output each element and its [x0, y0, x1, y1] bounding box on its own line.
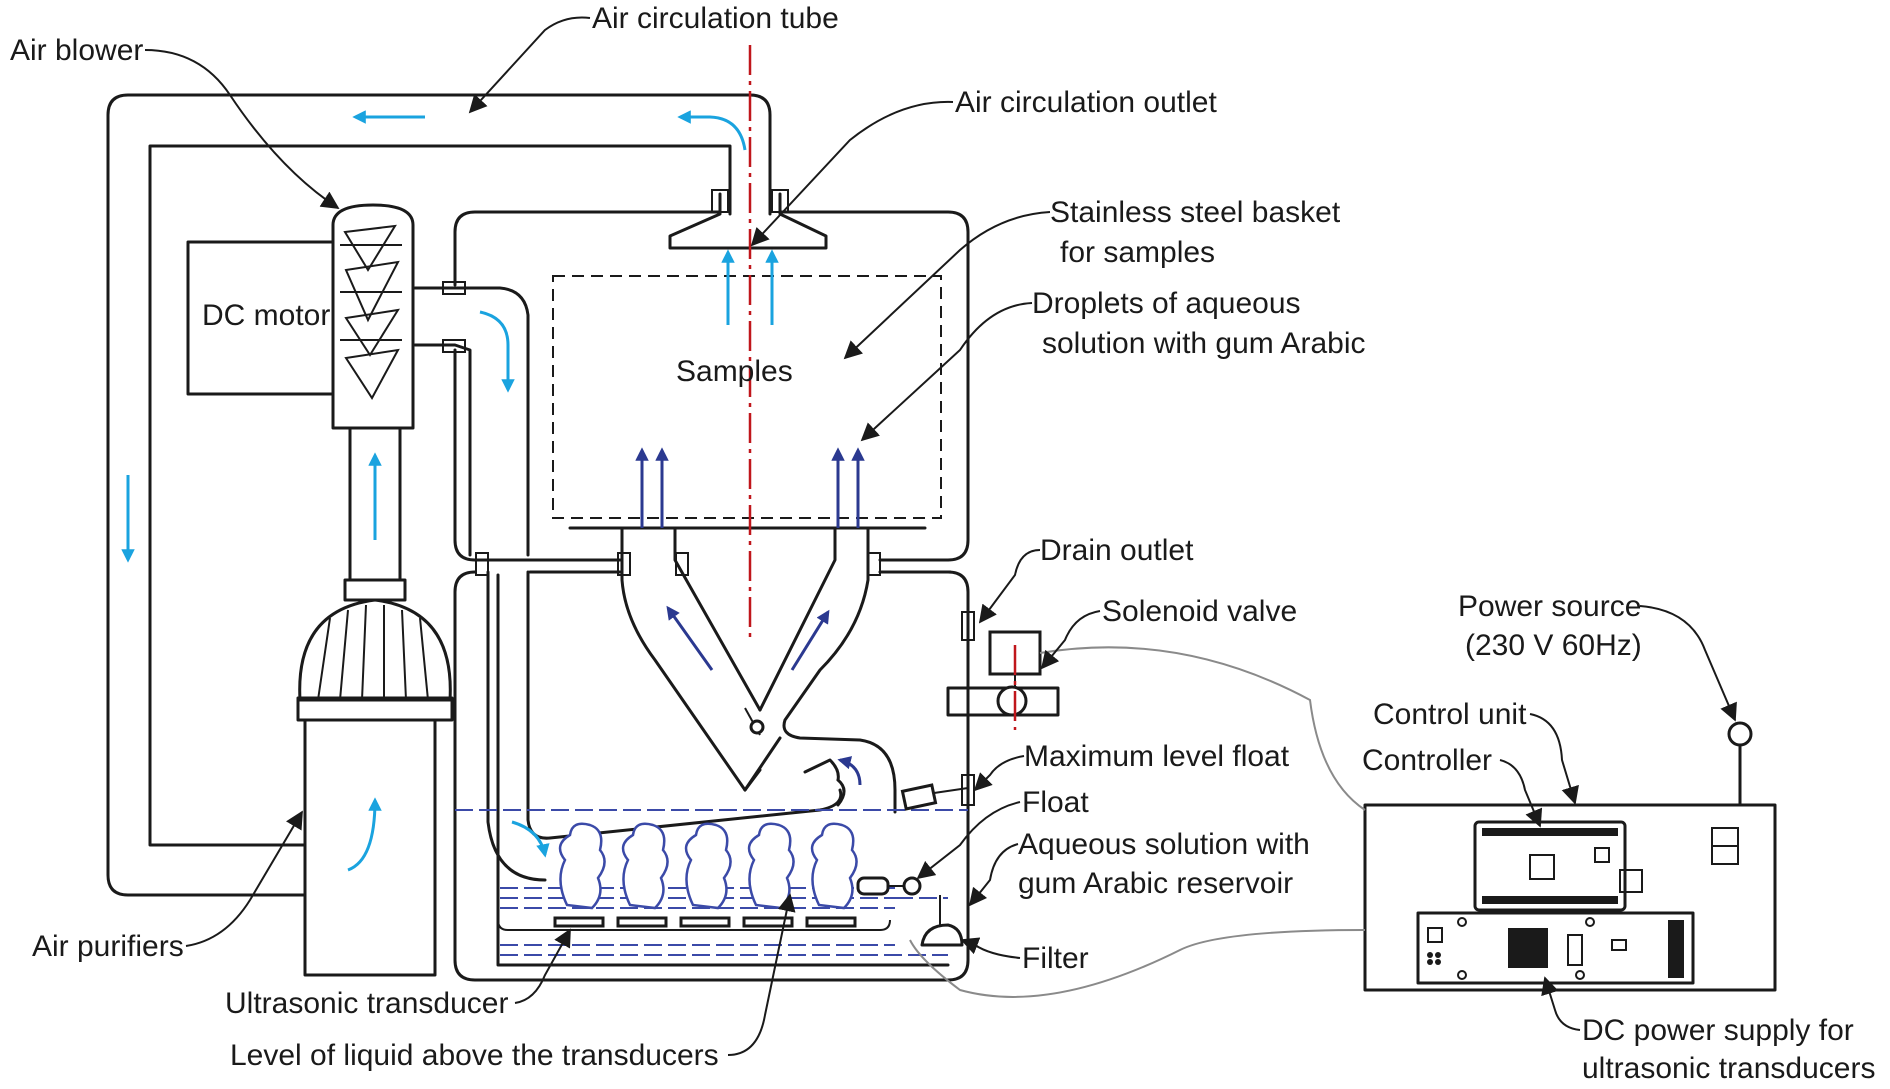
- maximum-level-float: [900, 774, 975, 811]
- mist-flow-arrows: [635, 447, 865, 786]
- label-text: Droplets of aqueous: [1032, 287, 1301, 320]
- control-unit: [1363, 803, 1777, 992]
- label-power-source: Power source (230 V 60Hz): [1458, 590, 1737, 722]
- air-blower: [331, 203, 415, 430]
- air-circulation-outlet: [668, 189, 828, 250]
- transducer: [616, 822, 669, 928]
- label-droplets: Droplets of aqueous solution with gum Ar…: [860, 287, 1366, 442]
- air-flow-arrows: [121, 110, 779, 872]
- label-text: Stainless steel basket: [1050, 196, 1341, 229]
- label-solenoid-valve: Solenoid valve: [1040, 595, 1297, 670]
- label-text: Air circulation outlet: [955, 86, 1217, 119]
- label-text: Filter: [1022, 942, 1089, 975]
- label-text: Aqueous solution with: [1018, 828, 1310, 861]
- drying-chamber: [453, 210, 970, 982]
- transducer: [679, 822, 732, 928]
- label-text: Control unit: [1373, 698, 1527, 731]
- label-air-purifiers: Air purifiers: [32, 810, 303, 963]
- label-air-blower: Air blower: [10, 34, 340, 209]
- label-text: Air blower: [10, 34, 143, 67]
- filter: [920, 895, 964, 947]
- label-text: ultrasonic transducers: [1582, 1052, 1875, 1085]
- label-text: Drain outlet: [1040, 534, 1194, 567]
- transducer: [742, 822, 795, 928]
- label-reservoir: Aqueous solution with gum Arabic reservo…: [968, 828, 1310, 907]
- label-text: Air purifiers: [32, 930, 184, 963]
- label-drain-outlet: Drain outlet: [978, 534, 1194, 624]
- label-ultrasonic-transducer: Ultrasonic transducer: [225, 928, 571, 1020]
- label-text: Float: [1022, 786, 1089, 819]
- samples-label: Samples: [676, 355, 793, 388]
- ultrasonic-transducers: [553, 822, 858, 928]
- label-text: Maximum level float: [1024, 740, 1290, 773]
- label-text: solution with gum Arabic: [1042, 327, 1366, 360]
- wires: [909, 646, 1366, 998]
- drain-outlet: [961, 590, 975, 790]
- label-text: Solenoid valve: [1102, 595, 1297, 628]
- label-max-level-float: Maximum level float: [973, 740, 1290, 792]
- dc-motor-label: DC motor: [202, 299, 330, 332]
- dc-motor: DC motor: [186, 240, 335, 396]
- label-text: Power source: [1458, 590, 1641, 623]
- label-text: gum Arabic reservoir: [1018, 867, 1293, 900]
- label-air-circulation-tube: Air circulation tube: [468, 2, 839, 114]
- transducer: [553, 822, 606, 928]
- label-float: Float: [916, 786, 1089, 880]
- label-text: Controller: [1362, 744, 1492, 777]
- label-text: for samples: [1060, 236, 1215, 269]
- label-text: Level of liquid above the transducers: [230, 1039, 719, 1072]
- transducer: [805, 822, 858, 928]
- solenoid-valve: [946, 630, 1060, 730]
- float: [856, 876, 922, 896]
- stainless-steel-basket: [552, 275, 942, 530]
- power-source: [1727, 721, 1753, 807]
- controller-board: [1473, 820, 1643, 912]
- label-text: (230 V 60Hz): [1465, 629, 1642, 662]
- label-level-liquid: Level of liquid above the transducers: [230, 893, 796, 1072]
- label-text: Samples: [676, 355, 793, 388]
- dc-power-supply-board: [1416, 911, 1695, 985]
- label-dc-power-supply: DC power supply for ultrasonic transduce…: [1541, 976, 1875, 1085]
- air-purifier: [296, 426, 454, 977]
- mist-duct: [620, 526, 897, 814]
- label-text: Air circulation tube: [592, 2, 839, 35]
- label-air-circulation-outlet: Air circulation outlet: [750, 86, 1217, 247]
- label-stainless-steel-basket: Stainless steel basket for samples: [843, 196, 1341, 360]
- label-filter: Filter: [960, 937, 1089, 975]
- label-text: DC power supply for: [1582, 1014, 1854, 1047]
- label-text: Ultrasonic transducer: [225, 987, 508, 1020]
- label-control-unit: Control unit: [1373, 698, 1579, 805]
- blower-duct: [413, 281, 881, 882]
- label-controller: Controller: [1362, 744, 1543, 828]
- air-circulation-tube: [106, 93, 772, 897]
